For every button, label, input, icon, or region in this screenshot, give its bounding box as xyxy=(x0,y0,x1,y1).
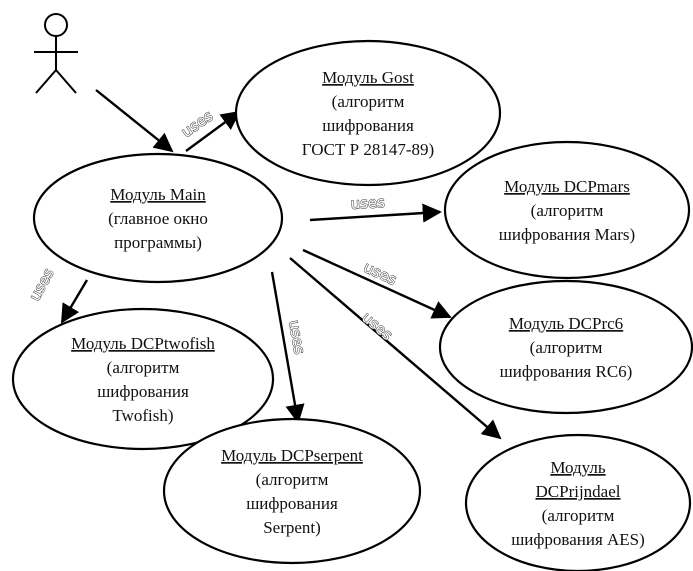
node-twofish-line-0: Модуль DCPtwofish xyxy=(71,334,215,353)
edge-label-main-twofish: uses xyxy=(26,265,58,304)
nodes-layer: Модуль Main(главное окнопрограммы)Модуль… xyxy=(11,39,693,571)
use-case-node-twofish: Модуль DCPtwofish (алгоритм шифрованияTwof… xyxy=(11,307,275,451)
edge-arrow-main-serpent xyxy=(270,271,305,424)
edge-arrow-main-rijndael xyxy=(289,257,502,440)
node-rijndael-line-0: Модуль xyxy=(550,458,606,477)
node-rijndael-line-1: DCPrijndael xyxy=(536,482,621,501)
node-twofish-line-2: шифрования xyxy=(97,382,189,401)
node-gost-line-3: ГОСТ Р 28147-89) xyxy=(302,140,434,159)
use-case-ellipse-main xyxy=(32,152,284,284)
edge-arrow-actor-main xyxy=(95,89,174,153)
use-case-ellipse-mars xyxy=(443,140,691,280)
node-gost-line-0: Модуль Gost xyxy=(322,68,414,87)
use-case-ellipse-twofish xyxy=(11,307,275,451)
node-main-line-2: программы) xyxy=(114,233,202,252)
edge-arrow-main-rc6 xyxy=(302,248,452,319)
node-mars-line-2: шифрования Mars) xyxy=(499,225,635,244)
edge-label-main-rijndael: uses xyxy=(358,308,396,344)
node-mars-line-1: (алгоритм xyxy=(531,201,604,220)
node-rc6-line-0: Модуль DCPrc6 xyxy=(509,314,623,333)
edge-arrow-main-twofish xyxy=(60,279,89,324)
use-case-ellipse-serpent xyxy=(162,417,422,565)
node-main-line-1: (главное окно xyxy=(108,209,208,228)
edge-label-main-serpent: uses xyxy=(285,319,309,356)
edge-main-gost: uses xyxy=(177,106,241,152)
use-case-node-rc6: Модуль DCPrc6 (алгоритм шифрования RC6) xyxy=(438,279,693,415)
node-rijndael-line-3: шифрования AES) xyxy=(511,530,645,549)
edge-arrow-main-mars xyxy=(309,203,442,223)
use-case-ellipse-gost xyxy=(234,39,502,187)
node-serpent-line-3: Serpent) xyxy=(263,518,321,537)
edge-actor-main xyxy=(95,89,174,153)
edge-main-twofish: uses xyxy=(25,265,89,324)
node-gost-line-2: шифрования xyxy=(322,116,414,135)
node-main-line-0: Модуль Main xyxy=(110,185,206,204)
node-rc6-line-2: шифрования RC6) xyxy=(500,362,633,381)
use-case-node-main: Модуль Main (главное окно программы) xyxy=(32,152,284,284)
node-rijndael-line-2: (алгоритм xyxy=(542,506,615,525)
edge-main-serpent: uses xyxy=(270,271,309,424)
node-twofish-line-1: (алгоритм xyxy=(107,358,180,377)
use-case-ellipse-rijndael xyxy=(464,433,692,571)
edge-arrow-main-gost xyxy=(185,110,241,152)
edge-main-rc6: uses xyxy=(302,248,452,319)
use-case-ellipse-rc6 xyxy=(438,279,693,415)
use-case-node-serpent: Модуль DCPserpent (алгоритм шифрованияSerp… xyxy=(162,417,422,565)
node-mars-line-0: Модуль DCPmars xyxy=(504,177,630,196)
edge-label-main-mars: uses xyxy=(350,193,385,213)
edge-main-mars: uses xyxy=(309,193,442,223)
edge-label-main-gost: uses xyxy=(178,107,217,142)
use-case-node-mars: Модуль DCPmars (алгоритм шифрования Mars) xyxy=(443,140,691,280)
node-serpent-line-1: (алгоритм xyxy=(256,470,329,489)
node-gost-line-1: (алгоритм xyxy=(332,92,405,111)
node-serpent-line-2: шифрования xyxy=(246,494,338,513)
node-rc6-line-1: (алгоритм xyxy=(530,338,603,357)
stick-figure-actor-icon xyxy=(34,13,78,94)
node-serpent-line-0: Модуль DCPserpent xyxy=(221,446,363,465)
node-twofish-line-3: Twofish) xyxy=(112,406,173,425)
